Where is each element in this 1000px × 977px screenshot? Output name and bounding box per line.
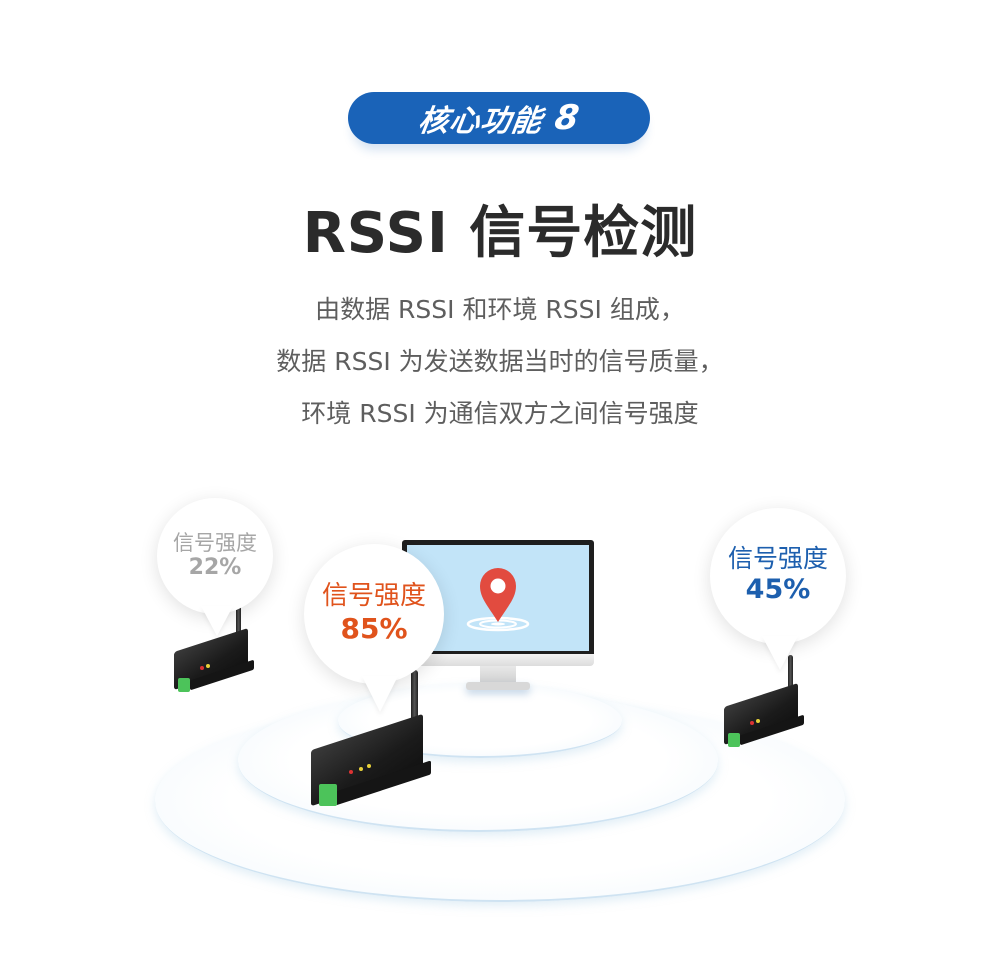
signal-bubble-right: 信号强度 45% [710,508,846,676]
badge-number: 8 [552,98,582,138]
feature-badge: 核心功能 8 [348,92,650,144]
bubble-value: 45% [745,574,811,606]
bubble-value: 22% [188,554,242,580]
dtu-device-left [170,600,260,705]
signal-bubble-center: 信号强度 85% [304,544,444,716]
signal-bubble-left: 信号强度 22% [157,498,273,638]
bubble-value: 85% [340,612,408,646]
antenna-icon [236,600,241,648]
description-line-1: 由数据 RSSI 和环境 RSSI 组成， [315,295,685,324]
description-line-3: 环境 RSSI 为通信双方之间信号强度 [301,399,699,428]
antenna-icon [411,670,418,740]
bubble-label: 信号强度 [173,530,257,555]
page-title: RSSI 信号检测 [302,201,698,266]
dtu-device-right [720,655,810,760]
location-pin-icon [466,568,530,632]
antenna-icon [788,655,793,703]
description-line-2: 数据 RSSI 为发送数据当时的信号质量， [276,347,724,376]
bubble-label: 信号强度 [727,544,828,574]
dtu-device-center [305,670,440,820]
bubble-label: 信号强度 [321,581,426,612]
badge-label: 核心功能 [416,104,546,139]
